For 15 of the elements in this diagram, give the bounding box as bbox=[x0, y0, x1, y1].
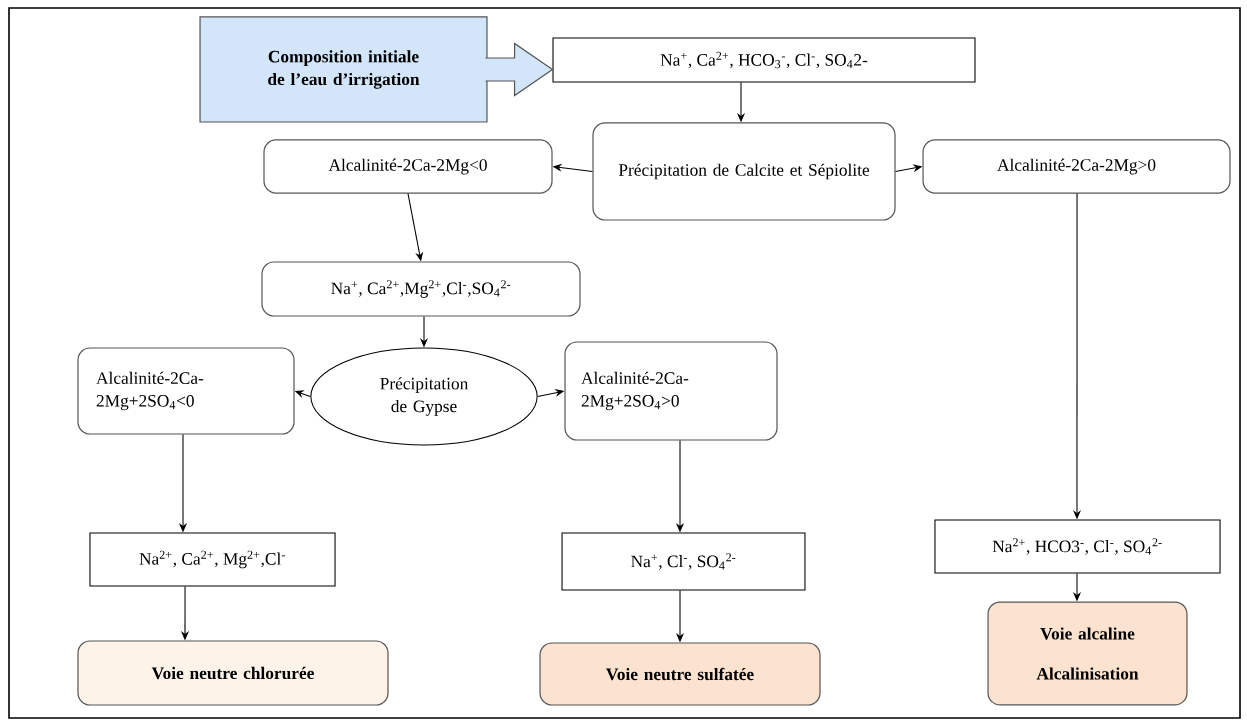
result-box: Voie neutre sulfatée bbox=[539, 642, 821, 706]
block-arrow bbox=[484, 42, 554, 97]
condition-box: Alcalinité-2Ca-2Mg>0 bbox=[922, 139, 1231, 194]
result-box: Voie neutre chlorurée bbox=[77, 640, 389, 706]
condition-box: Alcalinité-2Ca-2Mg<0 bbox=[263, 139, 553, 194]
text-box: Composition initiale de l’eau d’irrigation bbox=[199, 16, 488, 123]
ion-box: Na$^{2+}$, HCO3$^{-}$, Cl$^{-}$, SO$_{4}$2- bbox=[934, 519, 1221, 574]
ion-box: Na$^{+}$, Ca$^{2+}$,Mg$^{2+}$,Cl$^{-}$,SO$_{4}$2- bbox=[261, 261, 581, 317]
condition-box: Alcalinité-2Ca- 2Mg+2SO$_{4}$>0 bbox=[564, 341, 778, 441]
result-box: Voie alcaline Alcalinisation bbox=[987, 601, 1188, 706]
ion-box: Na$^{2+}$, Ca$^{2+}$, Mg$^{2+}$,Cl$^{-}$ bbox=[89, 532, 336, 587]
process-box: Précipitation de Calcite et Sépiolite bbox=[592, 122, 896, 221]
condition-box: Alcalinité-2Ca- 2Mg+2SO$_{4}$<0 bbox=[77, 347, 295, 435]
ion-box: Na$^{+}$, Cl$^{-}$, SO$_{4}$2- bbox=[561, 532, 806, 591]
ion-box: Na$^{+}$, Ca$^{2+}$, HCO$_{3}$$^{-}$, Cl$^{-}$, SO$_{4}$2- bbox=[552, 37, 976, 83]
